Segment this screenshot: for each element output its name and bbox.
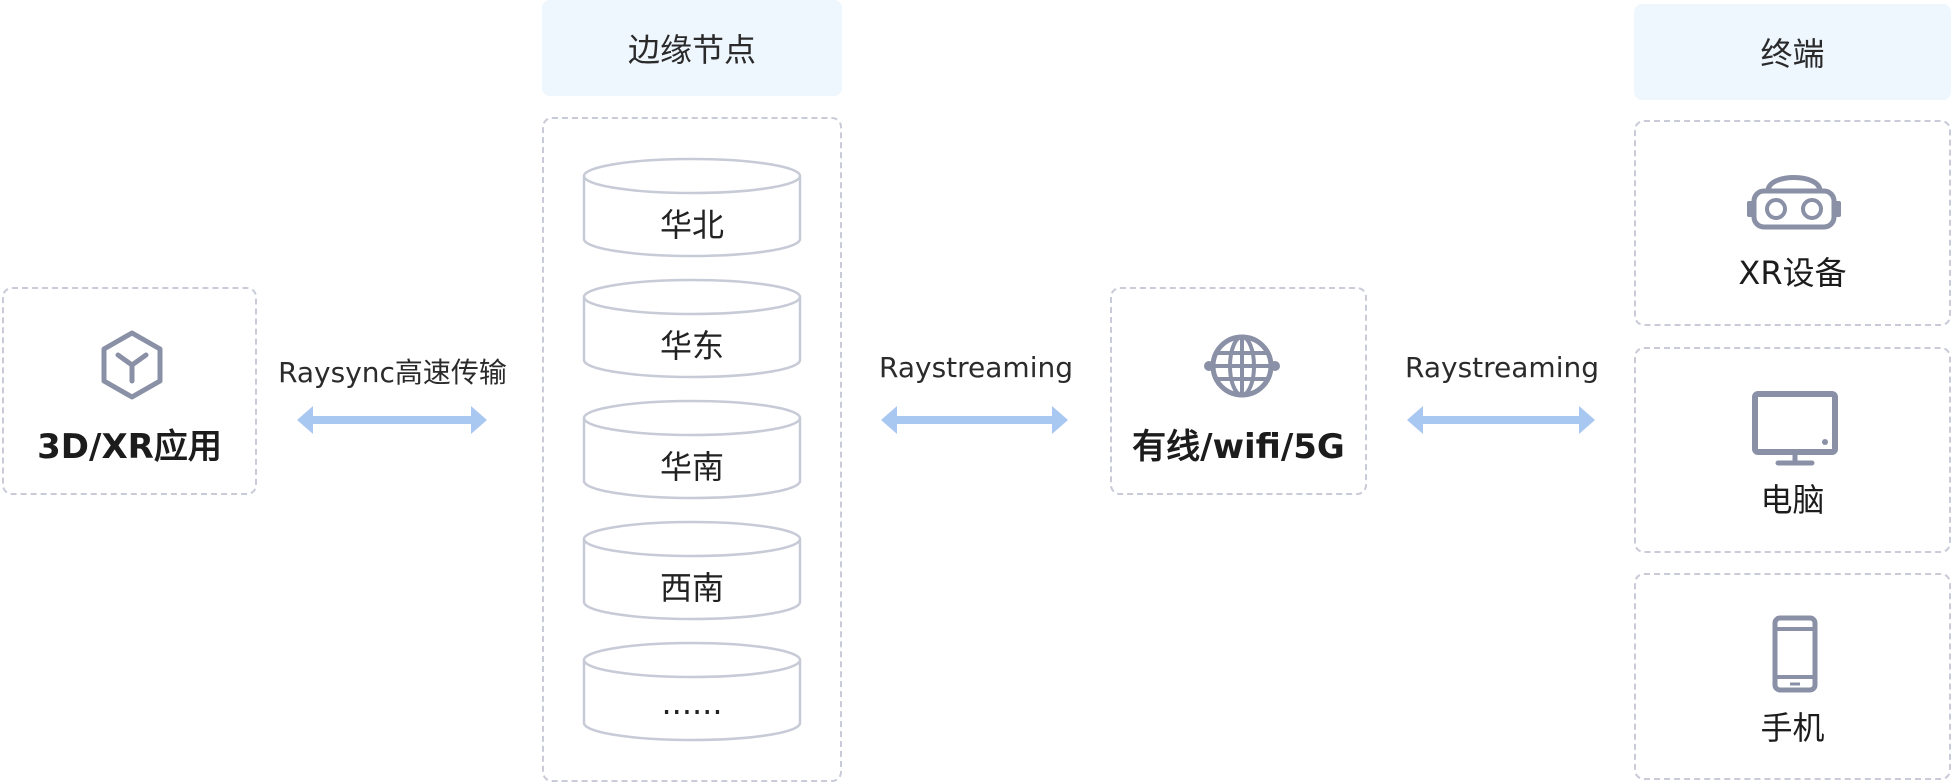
terminal-device-box: XR设备 bbox=[1634, 120, 1951, 326]
edge-node-label: 华南 bbox=[659, 448, 724, 486]
bidirectional-arrow bbox=[1407, 404, 1595, 436]
edge-node-cylinder: 华北 bbox=[581, 156, 803, 259]
edge-node-cylinder: 西南 bbox=[581, 519, 803, 622]
connection-label-raysync: Raysync高速传输 bbox=[278, 356, 507, 389]
cube-icon bbox=[100, 329, 164, 401]
edge-nodes-header: 边缘节点 bbox=[542, 0, 842, 96]
edge-node-label: ...... bbox=[661, 684, 723, 722]
network-node-label: 有线/wifi/5G bbox=[1132, 427, 1345, 467]
vr-headset-icon bbox=[1746, 167, 1842, 233]
terminal-device-label: XR设备 bbox=[1738, 254, 1847, 292]
bidirectional-arrow bbox=[297, 404, 487, 436]
edge-node-cylinder: 华南 bbox=[581, 398, 803, 501]
monitor-icon bbox=[1752, 391, 1838, 467]
edge-node-cylinder: 华东 bbox=[581, 277, 803, 380]
edge-node-label: 华东 bbox=[659, 327, 724, 365]
smartphone-icon bbox=[1772, 615, 1818, 693]
source-node-box: 3D/XR应用 bbox=[2, 287, 257, 495]
bidirectional-arrow bbox=[881, 404, 1068, 436]
source-node-label: 3D/XR应用 bbox=[37, 427, 222, 467]
terminal-header: 终端 bbox=[1634, 4, 1951, 100]
terminal-device-box: 手机 bbox=[1634, 573, 1951, 780]
globe-network-icon bbox=[1204, 331, 1280, 401]
edge-node-label: 华北 bbox=[659, 206, 724, 244]
connection-label-raystreaming: Raystreaming bbox=[1405, 351, 1599, 384]
connection-label-raystreaming: Raystreaming bbox=[879, 351, 1073, 384]
edge-node-label: 西南 bbox=[659, 569, 724, 607]
edge-node-cylinder: ...... bbox=[581, 640, 803, 743]
network-node-box: 有线/wifi/5G bbox=[1110, 287, 1367, 495]
terminal-device-label: 电脑 bbox=[1760, 481, 1825, 519]
terminal-device-box: 电脑 bbox=[1634, 347, 1951, 553]
terminal-device-label: 手机 bbox=[1760, 709, 1825, 747]
